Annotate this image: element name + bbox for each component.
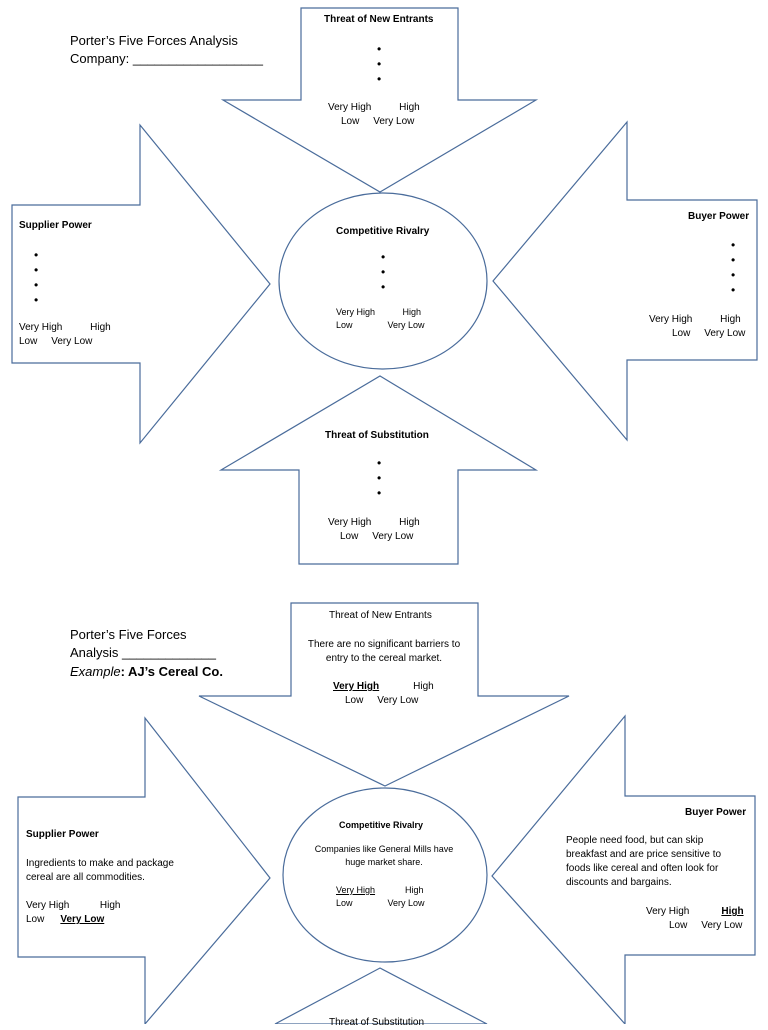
selected-rating: Very High bbox=[336, 885, 376, 895]
example-company-line: Example: AJ’s Cereal Co. bbox=[70, 663, 223, 681]
buyer-power-rating-row1: Very High High bbox=[649, 314, 741, 325]
example-supplier-power-rating-row1: Very High High bbox=[26, 900, 121, 911]
rating-option: Very High bbox=[646, 906, 690, 917]
bullet: • bbox=[731, 253, 736, 267]
threat-substitution-rating-row2: Low Very Low bbox=[340, 531, 414, 542]
example-competitive-rivalry-title: Competitive Rivalry bbox=[339, 820, 424, 830]
bullet: • bbox=[377, 471, 382, 485]
buyer-power-title: Buyer Power bbox=[688, 211, 750, 222]
threat-new-entrants-arrow bbox=[220, 7, 539, 193]
competitive-rivalry-rating-row1: Very High High bbox=[336, 307, 422, 317]
threat-new-entrants-bullets: ••• bbox=[377, 42, 381, 87]
example-buyer-power-arrow bbox=[491, 714, 756, 1024]
bullet: • bbox=[381, 250, 386, 264]
bullet: • bbox=[381, 280, 386, 294]
rating-option: High bbox=[413, 681, 434, 692]
rating-option: High bbox=[405, 885, 424, 895]
selected-rating: Very Low bbox=[60, 914, 105, 925]
bullet: • bbox=[377, 456, 382, 470]
example-competitive-rivalry-circle bbox=[282, 787, 488, 963]
bullet: • bbox=[34, 263, 39, 277]
selected-rating: High bbox=[721, 906, 744, 917]
supplier-power-title: Supplier Power bbox=[19, 220, 92, 231]
bullet: • bbox=[377, 57, 382, 71]
bullet: • bbox=[34, 278, 39, 292]
competitive-rivalry-rating-row2: Low Very Low bbox=[336, 320, 425, 330]
threat-new-entrants-rating-row2: Low Very Low bbox=[341, 116, 415, 127]
competitive-rivalry-title: Competitive Rivalry bbox=[336, 226, 430, 237]
threat-substitution-bullets: ••• bbox=[377, 456, 381, 501]
example-competitive-rivalry-rating-row1: Very High High bbox=[336, 883, 424, 897]
company-line: Company: __________________ bbox=[70, 51, 264, 66]
example-threat-new-entrants-desc: There are no significant barriers to ent… bbox=[307, 639, 461, 664]
supplier-power-rating-row1: Very High High bbox=[19, 322, 111, 333]
example-supplier-power-desc: Ingredients to make and package cereal a… bbox=[26, 858, 174, 883]
buyer-power-bullets: •••• bbox=[731, 238, 735, 298]
bullet: • bbox=[731, 268, 736, 282]
threat-new-entrants-title: Threat of New Entrants bbox=[324, 14, 434, 25]
bullet: • bbox=[381, 265, 386, 279]
bullet: • bbox=[377, 42, 382, 56]
example-label: Example bbox=[70, 664, 121, 679]
competitive-rivalry-bullets: ••• bbox=[381, 250, 385, 295]
example-supplier-power-rating-row2: Low Very Low bbox=[26, 913, 104, 927]
example-supplier-power-arrow bbox=[17, 716, 271, 1024]
example-threat-new-entrants-rating-row1: Very High High bbox=[333, 680, 434, 694]
page-title: Porter’s Five Forces Analysis bbox=[70, 33, 238, 48]
example-buyer-power-rating-row2: Low Very Low bbox=[669, 920, 743, 931]
example-colon: : bbox=[120, 664, 129, 679]
example-buyer-power-rating-row1: Very High High bbox=[646, 905, 744, 919]
supplier-power-bullets: •••• bbox=[34, 248, 38, 308]
example-company-name: AJ’s Cereal Co. bbox=[128, 664, 223, 679]
threat-new-entrants-rating-row1: Very High High bbox=[328, 102, 420, 113]
competitive-rivalry-circle bbox=[278, 192, 488, 370]
supplier-power-rating-row2: Low Very Low bbox=[19, 336, 93, 347]
bullet: • bbox=[377, 72, 382, 86]
example-buyer-power-desc: People need food, but can skip breakfast… bbox=[566, 835, 722, 888]
bullet: • bbox=[34, 248, 39, 262]
threat-substitution-arrow bbox=[218, 375, 539, 565]
selected-rating: Very High bbox=[333, 681, 380, 692]
rating-option: Low bbox=[26, 914, 45, 925]
example-supplier-power-title: Supplier Power bbox=[26, 829, 99, 840]
example-threat-new-entrants-arrow bbox=[198, 602, 570, 787]
example-threat-new-entrants-title: Threat of New Entrants bbox=[329, 610, 432, 621]
example-competitive-rivalry-desc: Companies like General Mills have huge m… bbox=[314, 844, 454, 867]
threat-substitution-title: Threat of Substitution bbox=[325, 430, 429, 441]
threat-substitution-rating-row1: Very High High bbox=[328, 517, 420, 528]
example-threat-substitution-arrow bbox=[274, 967, 488, 1024]
bullet: • bbox=[34, 293, 39, 307]
example-title-line2: Analysis _____________ bbox=[70, 645, 217, 660]
buyer-power-arrow bbox=[492, 120, 758, 442]
supplier-power-arrow bbox=[11, 123, 271, 445]
example-threat-new-entrants-rating-row2: Low Very Low bbox=[345, 695, 419, 706]
buyer-power-rating-row2: Low Very Low bbox=[672, 328, 746, 339]
example-page-title: Porter’s Five Forces bbox=[70, 627, 187, 642]
example-threat-substitution-title: Threat of Substitution bbox=[329, 1017, 425, 1028]
bullet: • bbox=[377, 486, 382, 500]
bullet: • bbox=[731, 238, 736, 252]
example-buyer-power-title: Buyer Power bbox=[685, 807, 747, 818]
example-competitive-rivalry-rating-row2: Low Very Low bbox=[336, 898, 425, 908]
bullet: • bbox=[731, 283, 736, 297]
